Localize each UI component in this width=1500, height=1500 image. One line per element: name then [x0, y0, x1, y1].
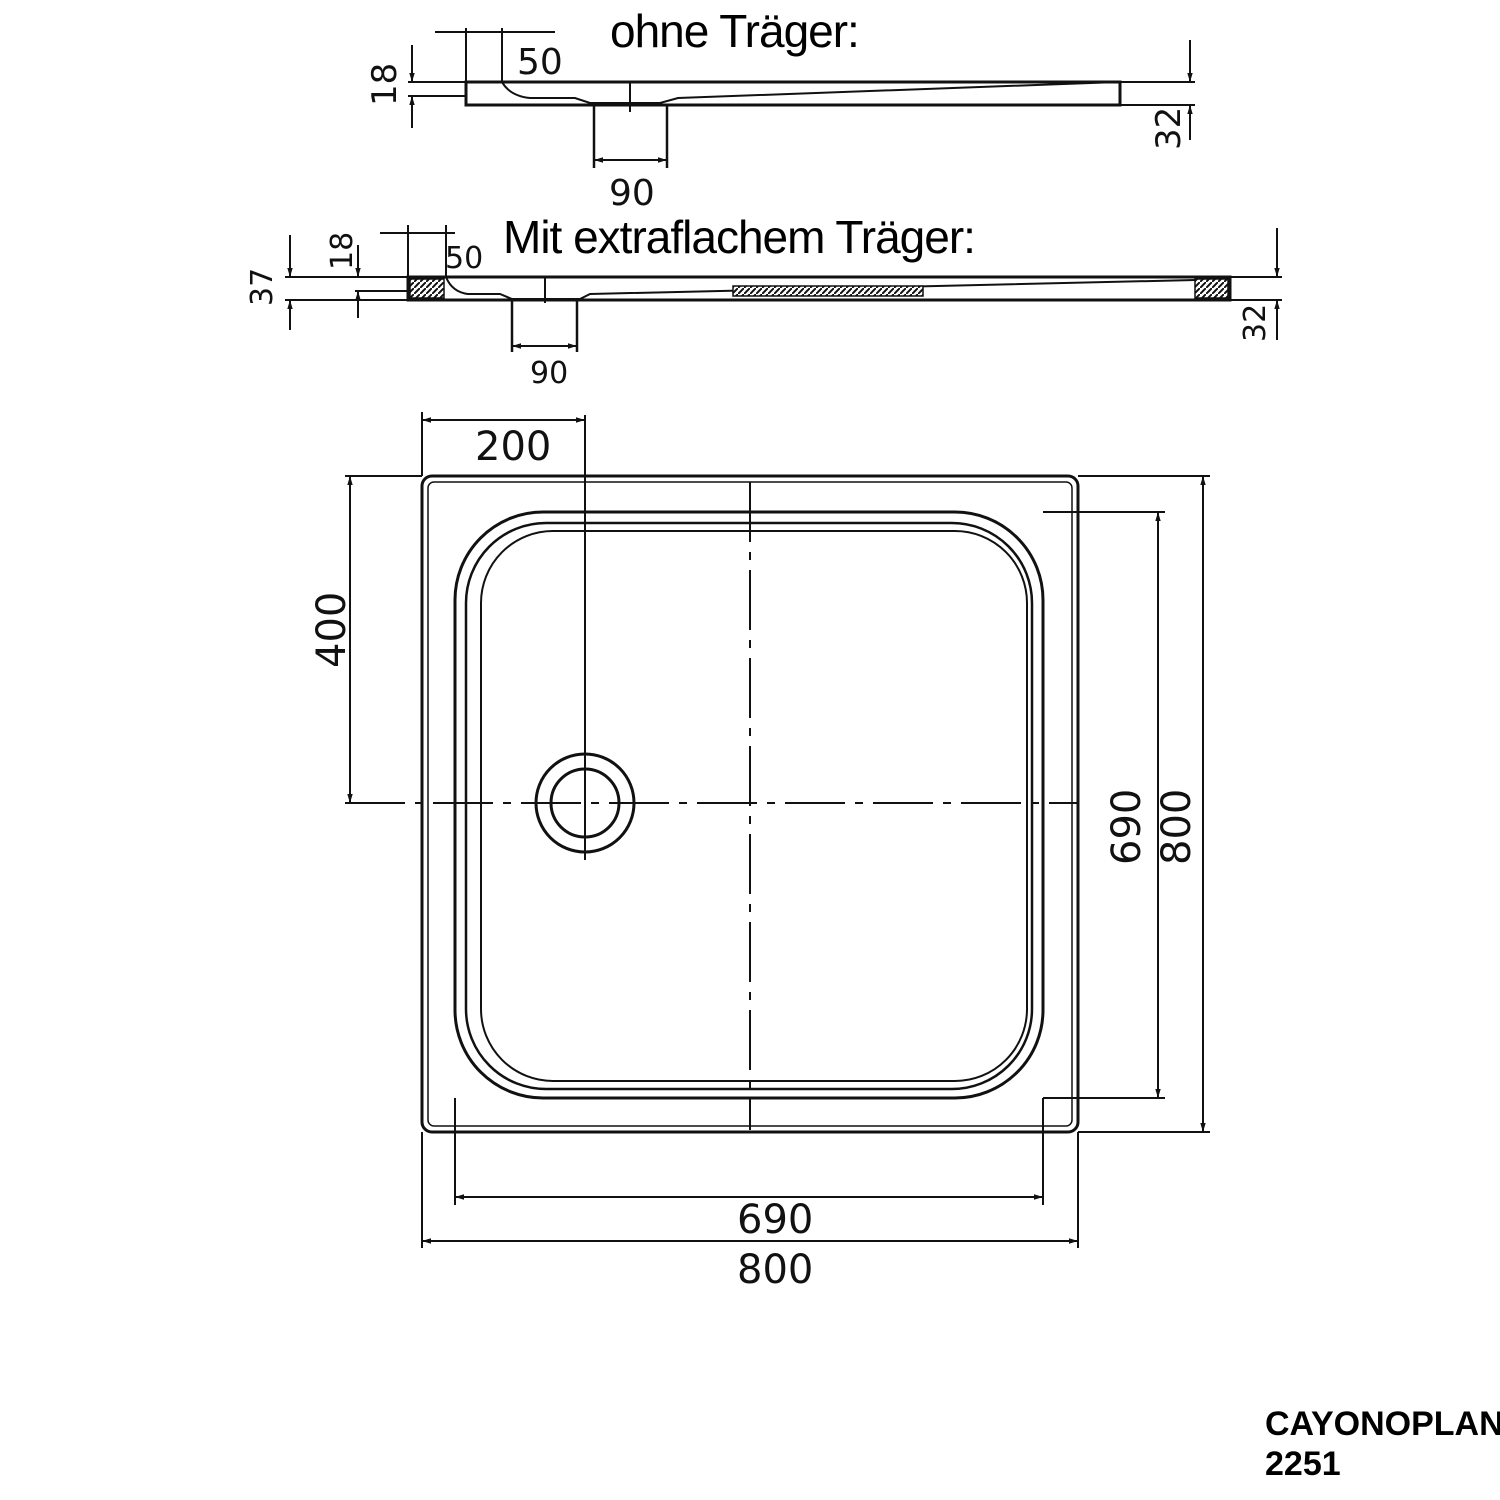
section-without-carrier	[408, 28, 1195, 168]
carrier-block-left	[409, 278, 445, 299]
dim-rim-width-without: 50	[517, 42, 563, 83]
section-with-carrier	[285, 225, 1282, 352]
dim-inner-width: 690	[737, 1197, 813, 1243]
product-number: 2251	[1265, 1445, 1341, 1483]
dim-drain-width-with: 90	[530, 356, 568, 391]
plan-view	[345, 412, 1210, 1248]
dim-drain-width-without: 90	[609, 173, 655, 214]
dim-rim-width-with: 50	[445, 241, 483, 276]
product-name: CAYONOPLAN	[1265, 1405, 1500, 1443]
dim-rim-height-with: 18	[325, 232, 360, 270]
dim-rim-height-without: 18	[365, 63, 405, 106]
dim-outer-width: 800	[737, 1247, 813, 1293]
dim-drain-offset-y: 400	[309, 592, 355, 668]
heading-without-carrier: ohne Träger:	[610, 5, 860, 57]
basin-floor-outline	[480, 530, 1028, 1082]
dim-drain-offset-x: 200	[475, 424, 551, 470]
dim-end-height-with: 32	[1238, 304, 1273, 342]
dim-total-height-without: 32	[1149, 107, 1189, 150]
dim-inner-depth: 690	[1104, 789, 1150, 865]
carrier-block-right	[1194, 278, 1229, 299]
dim-total-height-with: 37	[245, 268, 280, 306]
heading-with-carrier: Mit extraflachem Träger:	[503, 211, 976, 263]
carrier-block-middle	[732, 285, 924, 297]
dim-outer-depth: 800	[1154, 789, 1200, 865]
